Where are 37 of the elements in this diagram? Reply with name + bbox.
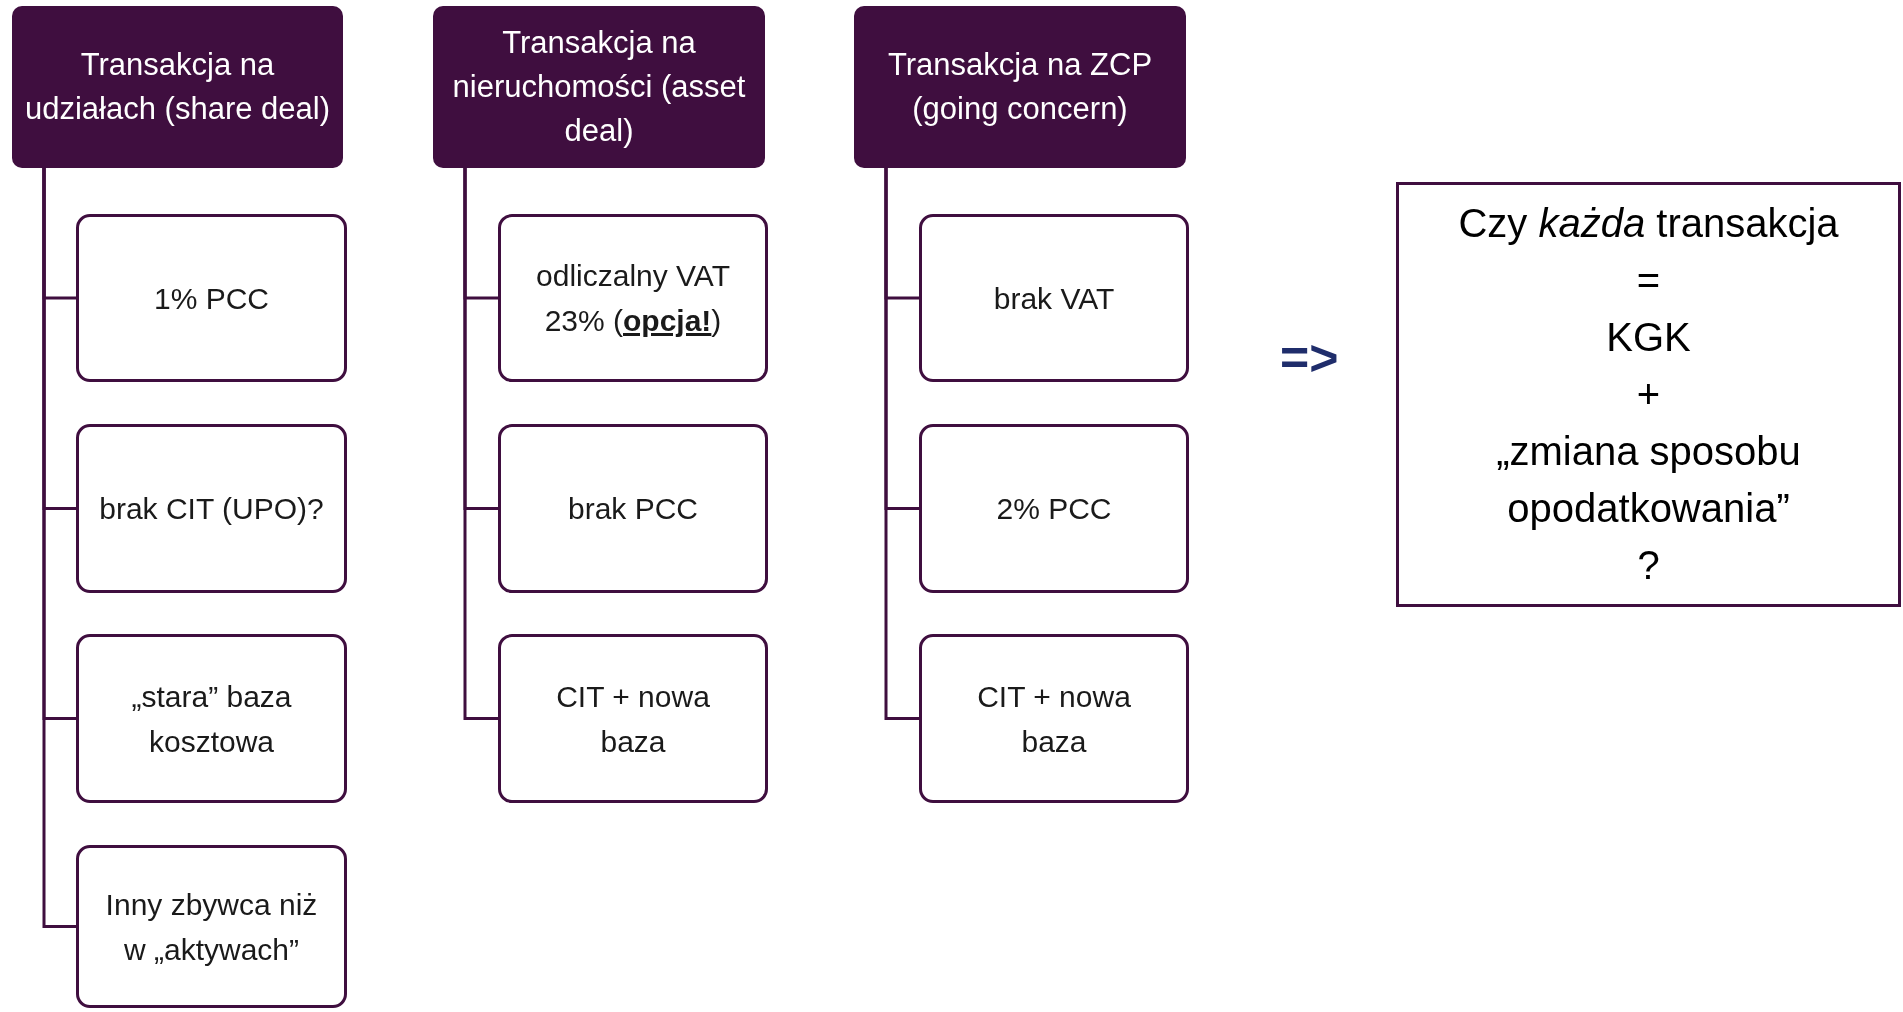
node-text: 2% PCC [996,491,1112,527]
node-text: Transakcja na udziałach (share deal) [24,46,331,128]
node-text: „stara” baza kosztowa [130,678,293,760]
node-text: brak PCC [567,491,698,527]
item-box [498,424,768,593]
node-text: KGK [1606,314,1691,361]
item-box [76,634,347,803]
node-text: 1% PCC [153,280,269,317]
item-box [919,214,1189,382]
item-box [76,845,347,1008]
header-box [12,6,343,168]
item-box [919,424,1189,593]
item-box [498,634,768,803]
node-text: ? [1637,542,1660,589]
node-text: Transakcja na nieruchomości (asset deal) [451,24,747,150]
header-box [433,6,765,168]
question-box [1396,182,1901,607]
node-text: CIT + nowa baza [976,678,1132,760]
node-text: brak VAT [993,280,1115,317]
node-text: Inny zbywca niż w „aktywach” [104,886,319,968]
node-text: Transakcja na ZCP (going concern) [886,46,1154,128]
item-box [919,634,1189,803]
node-text: odliczalny VAT 23% (opcja!) [535,258,731,339]
implication-sign: => [1280,333,1339,383]
connector-line [884,168,919,720]
connector-line [42,168,76,928]
node-text: brak CIT (UPO)? [99,491,324,527]
connector-line [463,168,498,720]
node-text: + [1636,371,1661,418]
item-box [76,214,347,382]
item-box [76,424,347,593]
node-text: CIT + nowa baza [555,678,711,760]
header-box [854,6,1186,168]
node-text: = [1636,257,1661,304]
item-box [498,214,768,382]
node-text: „zmiana sposobu opodatkowania” [1495,428,1802,532]
node-text: Czy każda transakcja [1458,200,1839,247]
